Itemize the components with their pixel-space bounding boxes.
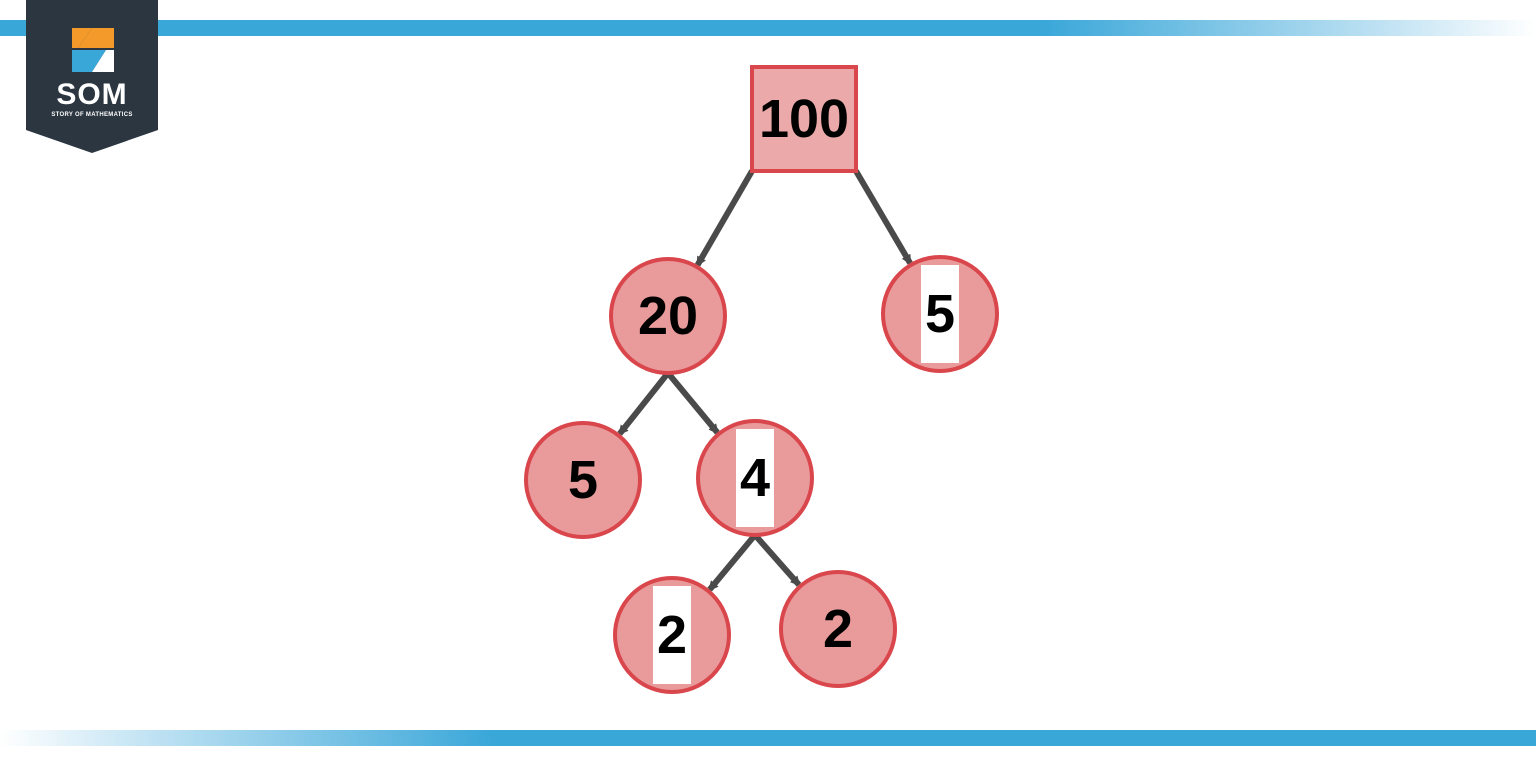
node-label-n5b: 5 [567,450,599,510]
tree-node-n100 [750,65,858,173]
top-stripe [0,20,1536,36]
node-label-n2b: 2 [822,599,854,659]
edge-arrow-n100-n20 [694,169,755,267]
tree-nodes [524,65,999,694]
edge-arrow-n4-n2b [752,533,802,587]
node-label-n4: 4 [735,429,775,527]
tree-edges [617,169,913,592]
logo-tagline: STORY OF MATHEMATICS [51,112,133,118]
logo-name: SOM [56,78,128,111]
edge-arrow-n4-n2a [707,533,758,592]
bottom-stripe [0,730,1536,746]
som-logo-icon [26,0,158,153]
tree-node-n20 [609,257,727,375]
node-label-n100: 100 [758,89,850,149]
edge-arrow-n20-n4 [665,371,720,435]
tree-node-n5b [524,421,642,539]
edge-arrow-n20-n5b [617,371,671,436]
node-label-n20: 20 [637,286,699,346]
node-label-n2a: 2 [652,586,692,684]
node-label-n5a: 5 [920,265,960,363]
edge-arrow-n100-n5a [853,169,913,265]
tree-node-n2b [779,570,897,688]
